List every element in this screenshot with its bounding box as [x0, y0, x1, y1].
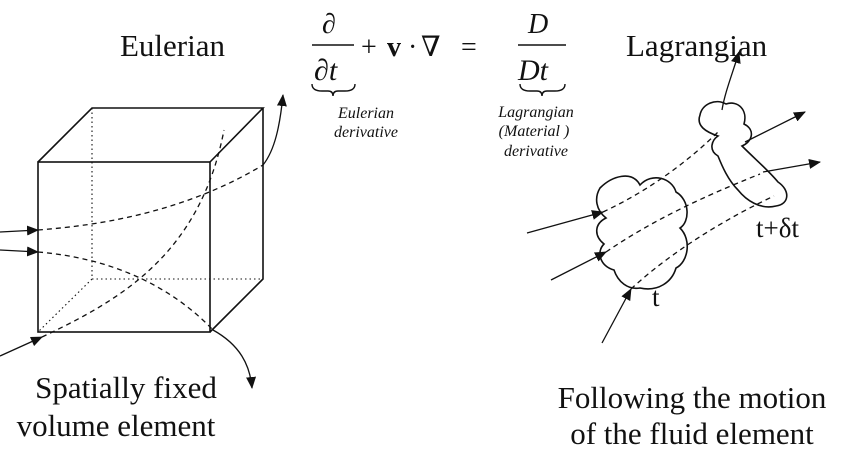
- fluid-element-t: [595, 175, 688, 290]
- cube-hidden-edges: [37, 108, 263, 333]
- dot-operator: ·: [408, 32, 417, 63]
- right-caption-line-2: of the fluid element: [570, 416, 814, 450]
- material-D-symbol: D: [527, 9, 548, 40]
- lagrangian-derivative-label-3: derivative: [504, 143, 568, 160]
- incoming-arrow-3: [601, 288, 632, 344]
- eulerian-derivative-label-2: derivative: [334, 124, 398, 141]
- fixed-volume-cube: [37, 107, 265, 333]
- outflow-arrow-top: [262, 94, 287, 166]
- equals-sign: =: [461, 32, 477, 63]
- cube-streamlines: [0, 94, 287, 389]
- velocity-symbol: v: [387, 32, 401, 63]
- fluid-element-initial-outline: [595, 175, 688, 290]
- left-caption-line-2: volume element: [17, 408, 216, 443]
- inflow-arrow-bottom: [0, 336, 43, 357]
- plus-sign: +: [361, 32, 377, 63]
- streamline-upper: [37, 164, 264, 231]
- fluid-element-t-dt: [698, 100, 788, 208]
- time-label-t-dt: t+δt: [756, 213, 799, 243]
- streamline-middle: [37, 251, 214, 331]
- partial-t-symbol: ∂t: [314, 54, 338, 87]
- outgoing-arrow-1: [721, 51, 741, 111]
- pathline-1: [602, 129, 721, 213]
- incoming-arrow-2: [550, 251, 607, 281]
- outgoing-arrow-3: [762, 158, 821, 173]
- lagrangian-brace: [519, 83, 566, 97]
- lagrangian-derivative-label-2: (Material ): [499, 123, 570, 140]
- partial-symbol: ∂: [322, 9, 336, 40]
- outgoing-arrow-2: [744, 111, 806, 143]
- pathline-2: [605, 173, 761, 253]
- eulerian-derivative-label-1: Eulerian: [337, 105, 394, 122]
- inflow-arrow-upper: [0, 225, 39, 236]
- nabla-symbol: ∇: [421, 32, 441, 63]
- lagrangian-title: Lagrangian: [626, 28, 768, 63]
- material-derivative-equation: ∂ ∂t + v · ∇ = D Dt Eulerian derivative …: [311, 9, 574, 160]
- eulerian-title: Eulerian: [120, 28, 226, 63]
- incoming-arrow-1: [526, 210, 604, 234]
- left-caption-line-1: Spatially fixed: [35, 370, 217, 405]
- pathlines: [526, 51, 821, 344]
- lagrangian-derivative-label-1: Lagrangian: [497, 104, 574, 121]
- right-caption-line-1: Following the motion: [558, 380, 827, 415]
- eulerian-brace: [311, 83, 356, 97]
- outflow-arrow-bottom: [212, 329, 257, 389]
- pathline-3: [630, 195, 775, 290]
- cube-front-face: [37, 161, 211, 333]
- streamline-diagonal: [41, 129, 225, 338]
- material-Dt-symbol: Dt: [517, 54, 549, 87]
- inflow-arrow-lower: [0, 246, 39, 257]
- time-label-t: t: [652, 282, 660, 312]
- fluid-element-later-outline: [698, 100, 788, 208]
